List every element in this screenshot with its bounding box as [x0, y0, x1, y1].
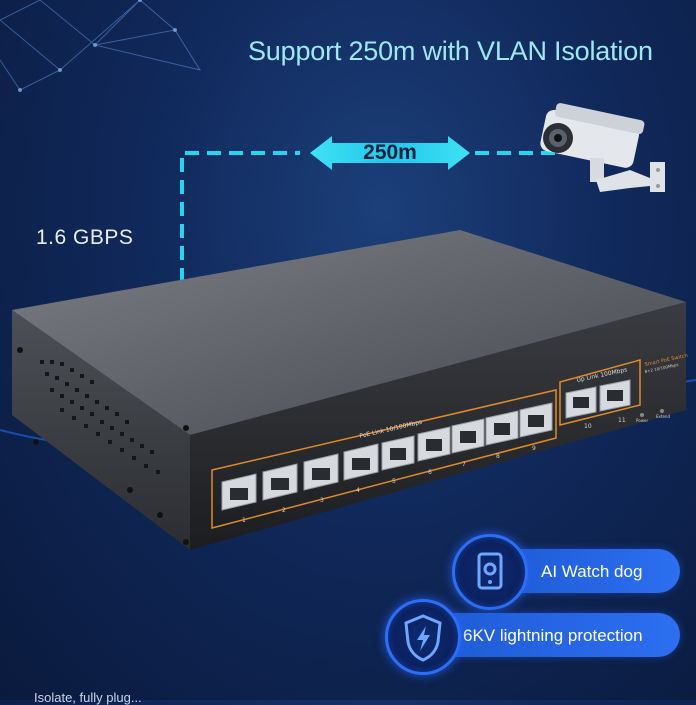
- feature-label-lightning: 6KV lightning protection: [463, 626, 643, 645]
- distance-label: 250m: [363, 141, 417, 164]
- port-number-6: 6: [428, 469, 432, 476]
- speed-label: 1.6 GBPS: [36, 226, 134, 249]
- port-number-3: 3: [320, 497, 324, 504]
- port-number-4: 4: [356, 487, 360, 494]
- poe-switch-device: PoE Link 10/100Mbps Up Link 100Mbps Smar…: [12, 230, 688, 550]
- port-number-10: 10: [584, 423, 592, 430]
- port-number-2: 2: [282, 507, 286, 514]
- vent-grille: [40, 360, 160, 474]
- port-number-1: 1: [242, 517, 246, 524]
- lightning-shield-icon: [404, 614, 442, 662]
- watchdog-badge: [452, 534, 528, 610]
- power-label: Power: [636, 418, 648, 423]
- watchdog-icon: [477, 552, 503, 590]
- port-number-11: 11: [618, 417, 626, 424]
- feature-pill-watchdog: [500, 549, 680, 593]
- port-number-8: 8: [496, 453, 500, 460]
- distance-arrow: 250m: [310, 134, 470, 172]
- port-number-7: 7: [462, 461, 466, 468]
- extend-label: Extend: [656, 414, 670, 419]
- double-arrow-icon: [310, 136, 470, 170]
- port-number-9: 9: [532, 445, 536, 452]
- feature-label-watchdog: AI Watch dog: [541, 562, 643, 581]
- headline: Support 250m with VLAN Isolation: [248, 36, 653, 66]
- lightning-badge: [385, 599, 461, 675]
- caption-text: Isolate, fully plug...: [34, 690, 142, 705]
- port-number-5: 5: [392, 478, 396, 485]
- camera-icon: [540, 103, 665, 192]
- feature-pill-lightning: [430, 613, 680, 657]
